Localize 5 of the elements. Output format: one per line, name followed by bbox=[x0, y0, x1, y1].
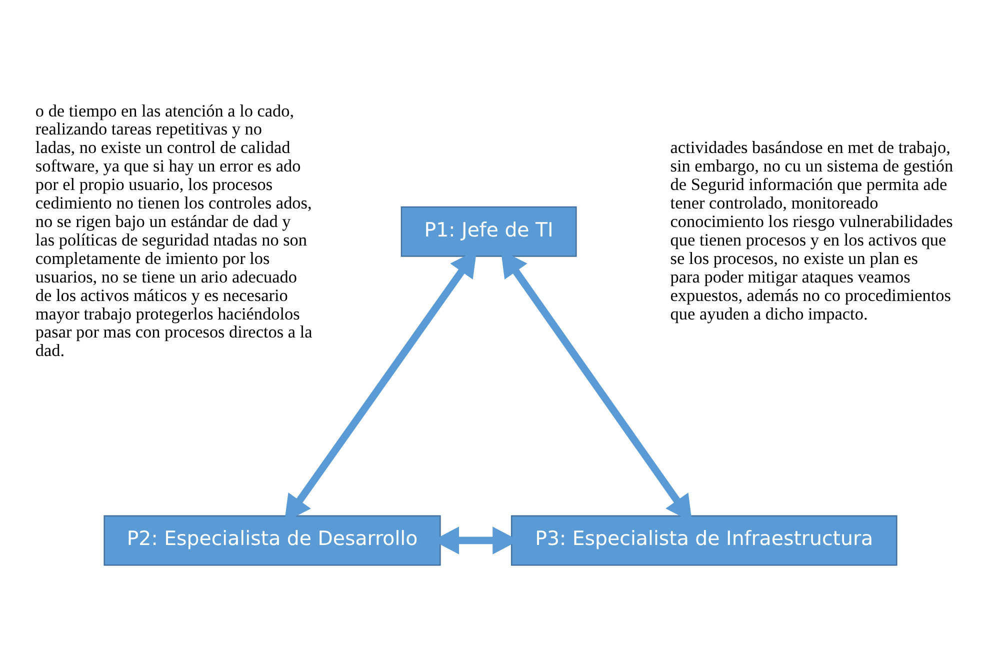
node-box: P3: Especialista de Infraestructura bbox=[510, 515, 898, 566]
node-box: P1: Jefe de TI bbox=[400, 206, 577, 257]
node-box: P2: Especialista de Desarrollo bbox=[104, 515, 441, 566]
label: o de tiempo en las atención a lo cado, realizando tareas repetitivas y no ladas, no existe un control de calidad software, ya que si hay un error es ado por el propio usuario, los procesos cedimiento no tienen los controles ados, no se rigen bajo un estándar de dad y las políticas de seguridad ntadas no son completamente de imiento por los usuarios, no se tiene un ario adecuado de los activos máticos y es necesario mayor trabajo protegerlos haciéndolos pasar por mas con procesos directos a la dad. bbox=[35, 101, 312, 360]
label: actividades basándose en met de trabajo, sin embargo, no cu un sistema de gestión de Segurid información que permita ade tener controlado, monitoreado conocimiento los riesgo vulnerabilidades que tienen procesos y en los activos que se los procesos, no existe un plan es para poder mitigar ataques veamos expuestos, además no co procedimientos que ayuden a dicho impacto. bbox=[670, 138, 954, 324]
